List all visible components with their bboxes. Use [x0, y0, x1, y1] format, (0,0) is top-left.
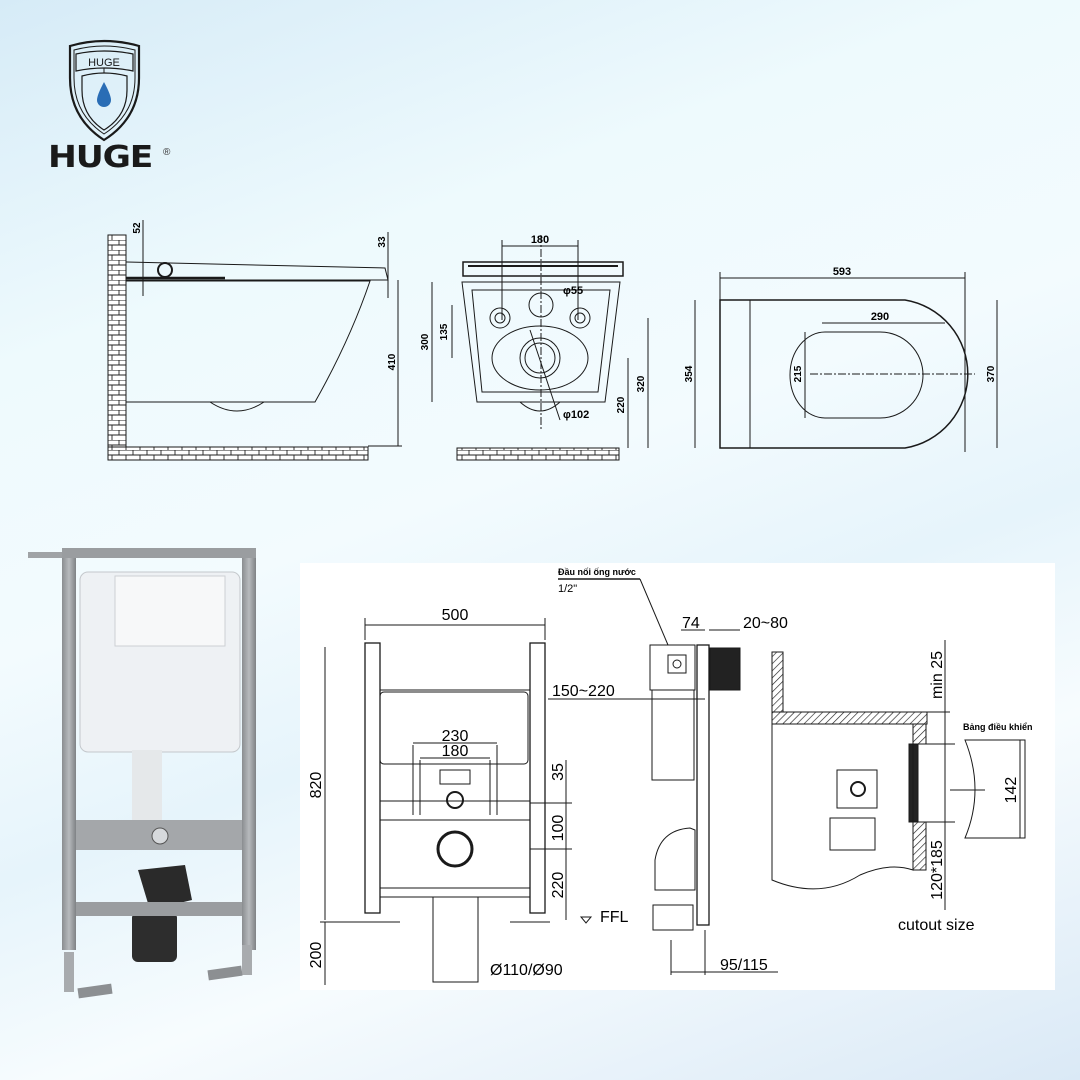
svg-text:Ø110/Ø90: Ø110/Ø90	[490, 962, 563, 979]
svg-text:φ102: φ102	[563, 409, 589, 421]
side-frame-drawing	[548, 578, 778, 975]
svg-text:1/2": 1/2"	[558, 583, 577, 595]
svg-text:FFL: FFL	[600, 909, 629, 926]
svg-text:74: 74	[682, 615, 700, 632]
installation-drawing-panel	[300, 563, 1055, 990]
brand-wordmark: HUGE	[48, 140, 153, 175]
installation-drawings: 500 820 200 230 180 35 100 220 Ø110/Ø90 …	[308, 567, 1033, 985]
svg-text:410: 410	[387, 353, 398, 370]
svg-text:HUGE: HUGE	[88, 57, 120, 69]
svg-text:320: 320	[636, 375, 647, 392]
svg-text:180: 180	[531, 234, 549, 246]
svg-text:52: 52	[132, 222, 143, 234]
svg-text:min 25: min 25	[929, 651, 946, 699]
control-panel-detail-drawing	[771, 640, 1026, 910]
ffl-marker-icon	[579, 916, 593, 924]
shield-logo-icon: HUGE	[68, 39, 141, 142]
svg-text:150~220: 150~220	[552, 683, 615, 700]
svg-text:300: 300	[420, 333, 431, 350]
side-view-drawing	[107, 220, 402, 461]
svg-text:220: 220	[550, 872, 567, 899]
svg-text:820: 820	[308, 772, 325, 799]
registered-mark: ®	[163, 147, 171, 158]
svg-text:135: 135	[439, 323, 450, 340]
water-drop-icon	[97, 82, 111, 107]
svg-text:100: 100	[550, 815, 567, 842]
svg-text:φ55: φ55	[563, 285, 583, 297]
frame-product-photo	[28, 548, 256, 999]
svg-text:290: 290	[871, 311, 889, 323]
toilet-technical-drawings: 52 33 410 180 φ55 135 300 φ102 220 320	[107, 220, 998, 461]
svg-text:35: 35	[550, 763, 567, 781]
svg-text:220: 220	[616, 396, 627, 413]
svg-text:120*185: 120*185	[929, 840, 946, 900]
svg-text:354: 354	[684, 365, 695, 382]
front-frame-drawing	[320, 618, 572, 985]
svg-text:500: 500	[442, 607, 469, 624]
svg-text:142: 142	[1003, 777, 1020, 804]
front-view-drawing	[431, 235, 649, 448]
svg-text:215: 215	[793, 365, 804, 382]
svg-text:33: 33	[377, 236, 388, 248]
svg-text:20~80: 20~80	[743, 615, 788, 632]
svg-text:Đầu nối ống nước: Đầu nối ống nước	[558, 567, 636, 577]
svg-text:180: 180	[442, 743, 469, 760]
svg-text:Bảng điều khiển: Bảng điều khiển	[963, 722, 1033, 732]
svg-text:200: 200	[308, 942, 325, 969]
svg-text:95/115: 95/115	[720, 957, 768, 974]
svg-text:593: 593	[833, 266, 851, 278]
svg-text:cutout size: cutout size	[898, 917, 975, 934]
svg-text:370: 370	[986, 365, 997, 382]
svg-text:230: 230	[442, 728, 469, 745]
top-view-drawing	[694, 272, 998, 452]
